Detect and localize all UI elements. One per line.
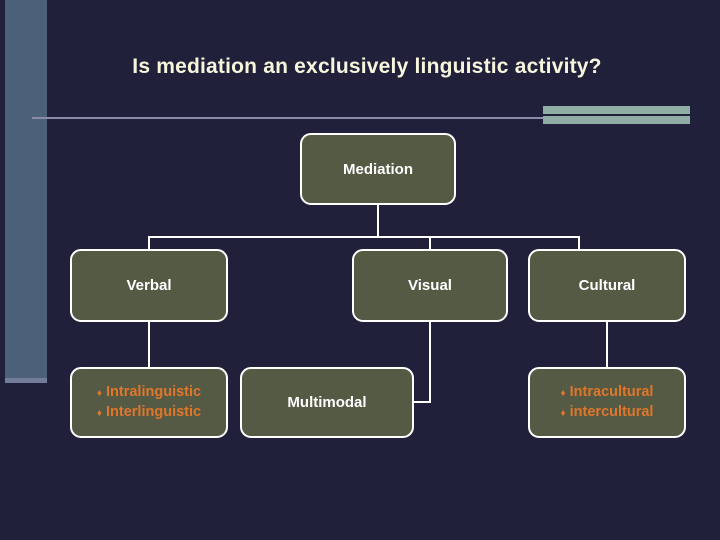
- list-item: ♦ Intracultural: [561, 383, 654, 403]
- diamond-bullet-icon: ♦: [96, 387, 103, 399]
- list-item: ♦ Interlinguistic: [97, 403, 201, 423]
- connector-mediation-to-bus: [377, 205, 379, 238]
- connector-verbal-to-linguistic: [148, 322, 150, 367]
- connector-cultural-to-cultural-kinds: [606, 322, 608, 367]
- list-item-label: Intracultural: [569, 383, 654, 400]
- node-cultural-kinds[interactable]: ♦ Intracultural ♦ intercultural: [528, 367, 686, 438]
- cultural-bullet-list: ♦ Intracultural ♦ intercultural: [561, 383, 654, 423]
- node-visual-label: Visual: [408, 277, 452, 294]
- list-item: ♦ intercultural: [561, 403, 654, 423]
- list-item-label: intercultural: [569, 403, 654, 420]
- list-item: ♦ Intralinguistic: [97, 383, 201, 403]
- node-verbal-label: Verbal: [126, 277, 172, 294]
- title-underline-rule: [32, 117, 546, 119]
- node-multimodal-label: Multimodal: [287, 394, 367, 411]
- list-item-label: Interlinguistic: [106, 403, 202, 420]
- connector-visual-to-multimodal-vertical: [429, 322, 431, 403]
- diamond-bullet-icon: ♦: [96, 407, 103, 419]
- list-item-label: Intralinguistic: [106, 383, 202, 400]
- diamond-bullet-icon: ♦: [560, 387, 566, 399]
- linguistic-bullet-list: ♦ Intralinguistic ♦ Interlinguistic: [97, 383, 201, 423]
- page-title: Is mediation an exclusively linguistic a…: [132, 55, 602, 78]
- accent-bar-divider: [543, 114, 690, 116]
- node-cultural-label: Cultural: [578, 277, 636, 294]
- node-mediation-label: Mediation: [343, 160, 413, 178]
- node-linguistic-kinds[interactable]: ♦ Intralinguistic ♦ Interlinguistic: [70, 367, 228, 438]
- node-visual[interactable]: Visual: [352, 249, 508, 322]
- node-multimodal[interactable]: Multimodal: [240, 367, 414, 438]
- decorative-side-strip: [5, 0, 47, 378]
- diamond-bullet-icon: ♦: [560, 407, 566, 419]
- connector-bus-to-verbal: [148, 236, 150, 249]
- connector-visual-to-multimodal-horizontal: [414, 401, 431, 403]
- node-cultural[interactable]: Cultural: [528, 249, 686, 322]
- node-mediation[interactable]: Mediation: [300, 133, 456, 205]
- connector-horizontal-bus: [148, 236, 580, 238]
- connector-bus-to-cultural: [578, 236, 580, 249]
- connector-bus-to-visual: [429, 236, 431, 249]
- node-verbal[interactable]: Verbal: [70, 249, 228, 322]
- decorative-side-strip-foot: [5, 378, 47, 383]
